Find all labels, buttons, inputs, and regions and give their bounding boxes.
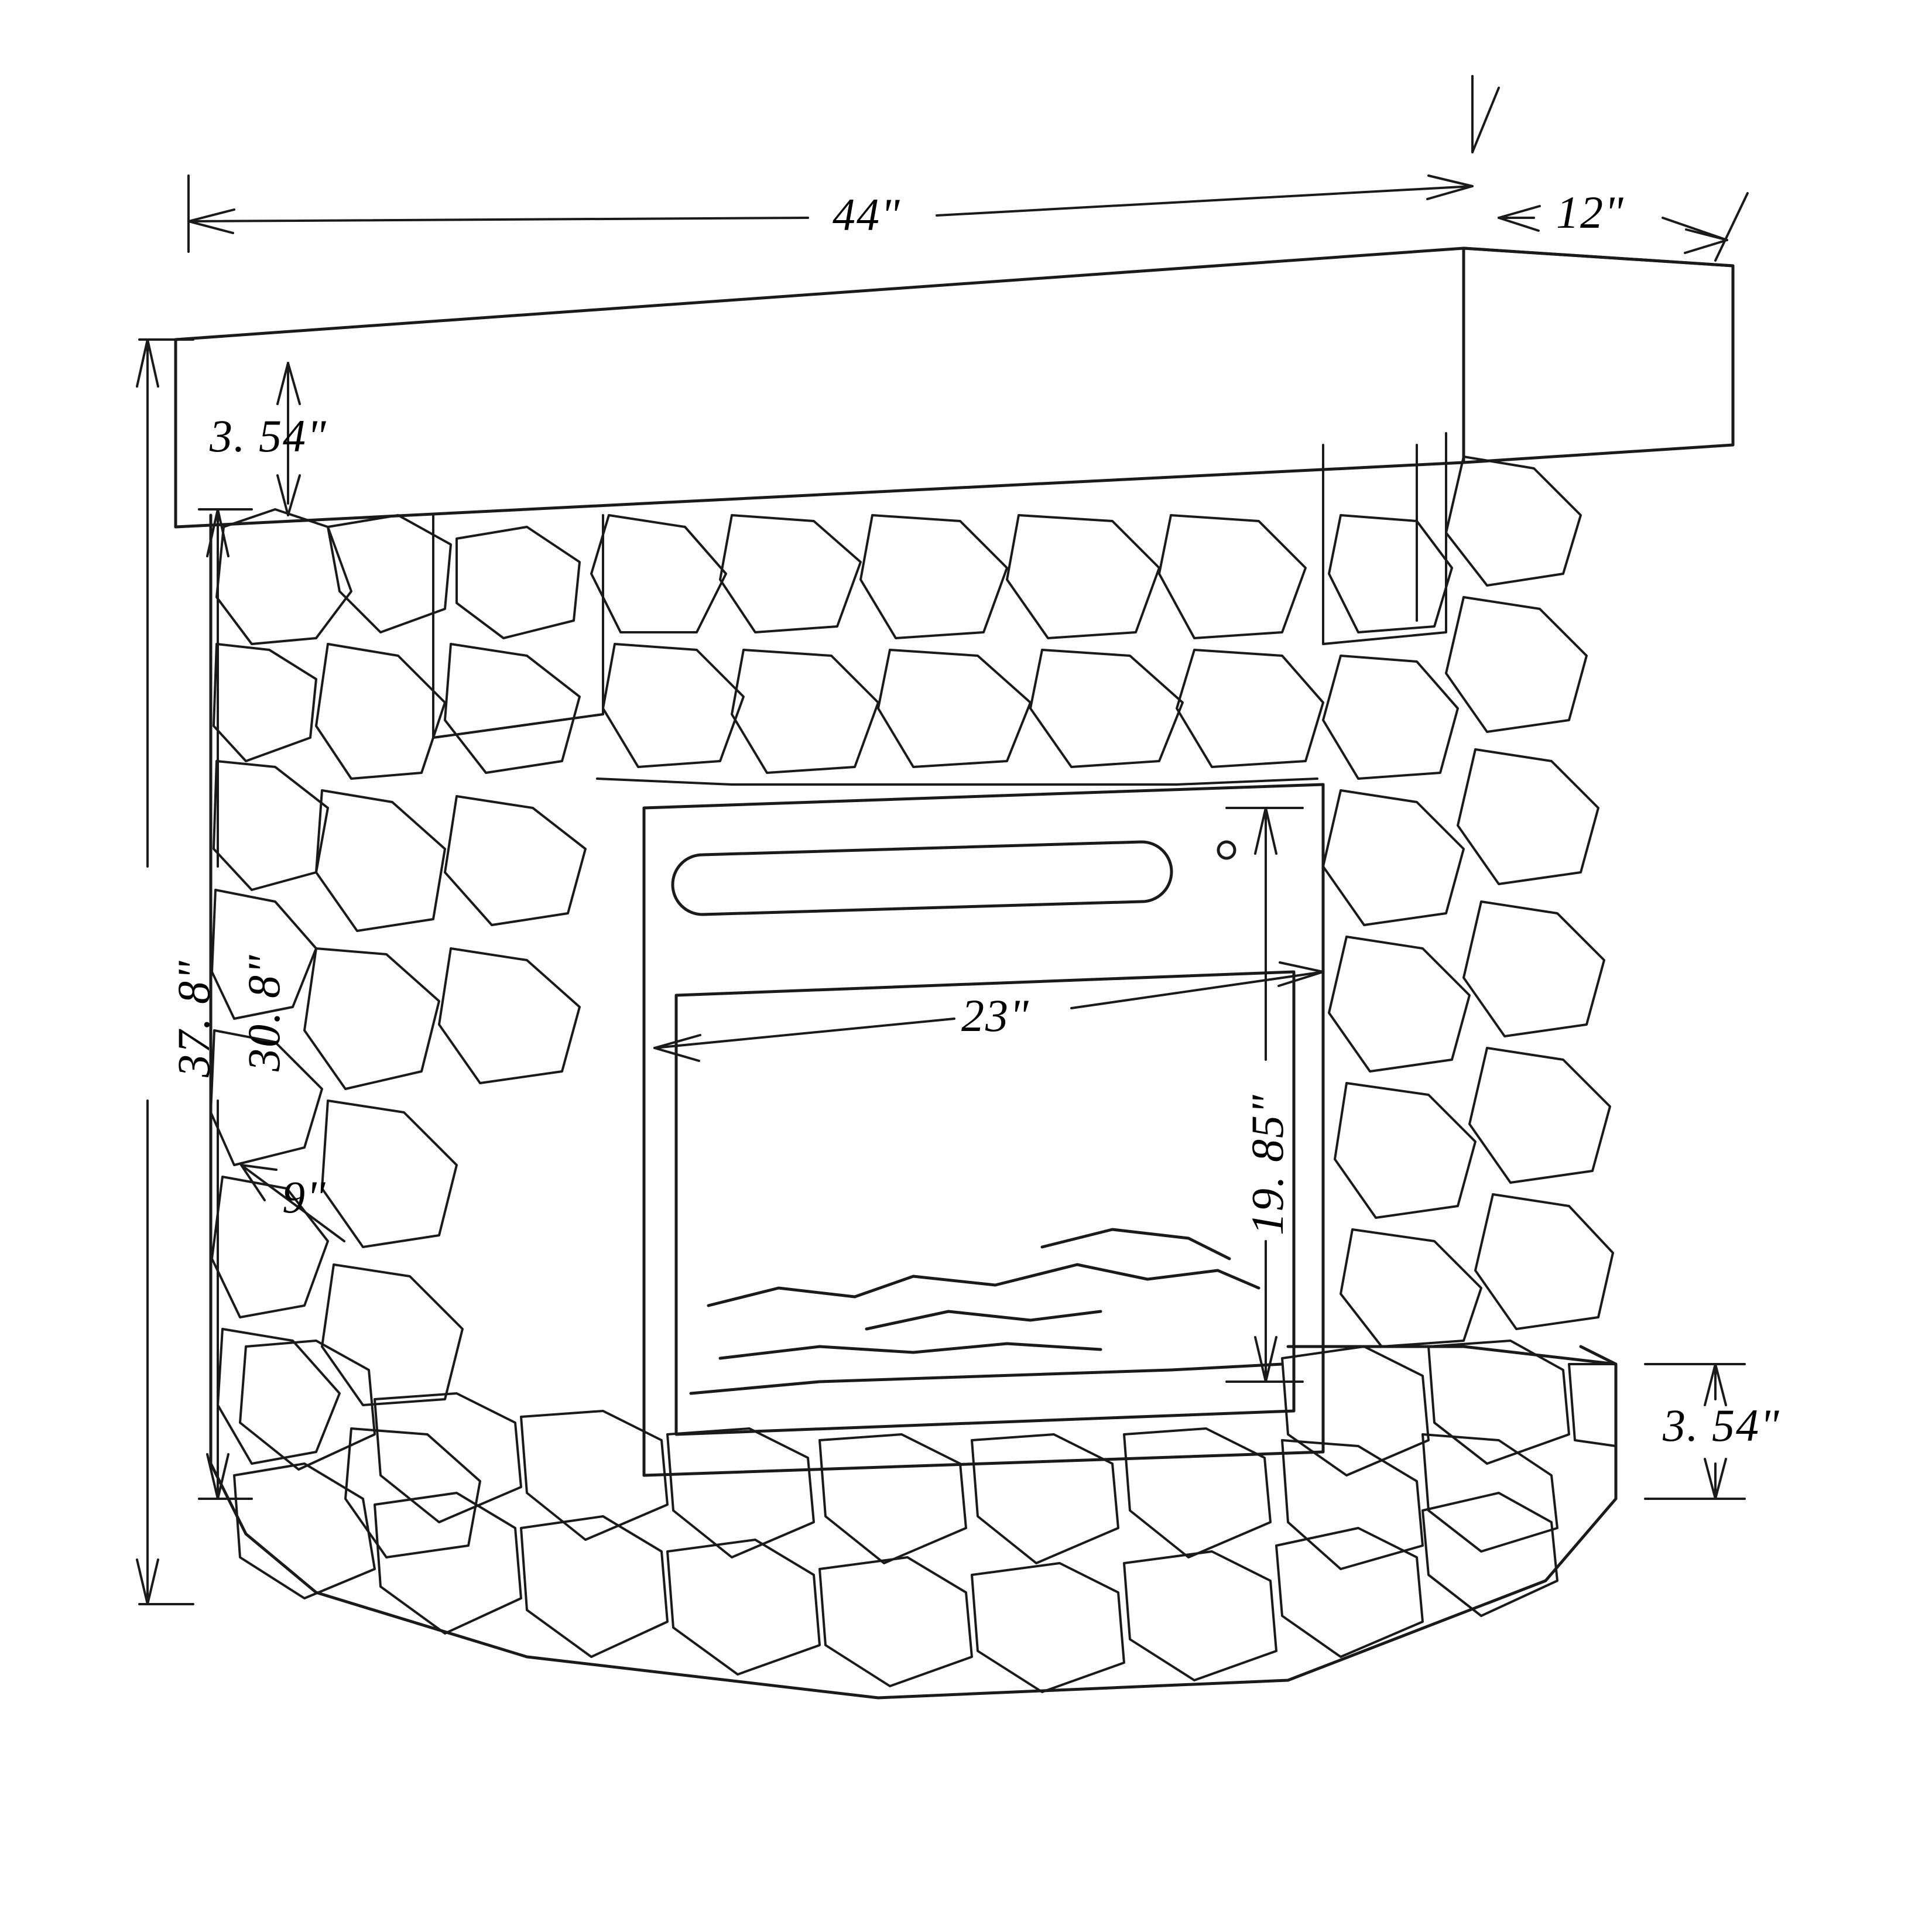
dimension-label-overall-height: 37. 8" (168, 960, 219, 1077)
dimension-label-firebox-width: 23" (961, 990, 1030, 1041)
firebox-insert (642, 783, 1325, 1477)
dimension-label-firebox-height: 19. 85" (1242, 1094, 1293, 1235)
dimension-label-depth-top: 12" (1556, 187, 1625, 238)
mantel-shelf (174, 246, 1735, 529)
dimension-label-width-top: 44" (833, 189, 901, 240)
stone-body (209, 513, 1618, 1700)
dimension-label-mantel-thickness: 3. 54" (210, 410, 327, 461)
stone-texture (210, 432, 1617, 1693)
dimension-label-base-offset: 9" (282, 1171, 327, 1222)
dimension-lines (136, 75, 1749, 1605)
dimension-label-base-thickness: 3. 54" (1663, 1400, 1780, 1451)
dimension-label-body-height: 30. 8" (238, 954, 289, 1071)
